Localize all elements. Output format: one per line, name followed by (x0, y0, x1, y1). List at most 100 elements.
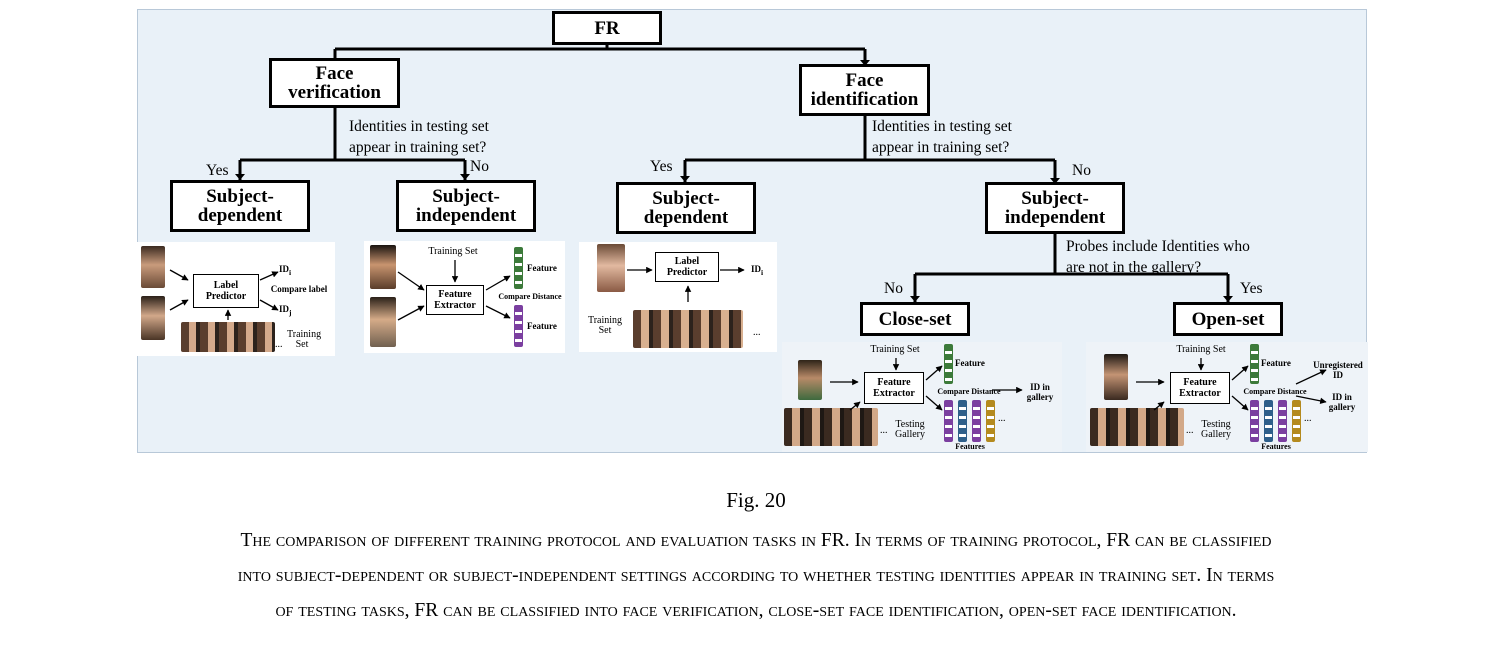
caption-line-3: of testing tasks, FR can be classified i… (275, 600, 1237, 621)
id-subscript: j (289, 307, 292, 317)
feature-vector-blue (1264, 400, 1273, 442)
feature-vector-purple (1250, 400, 1259, 442)
label-predictor-text: Label Predictor (666, 256, 708, 278)
verification-subject-dependent-node: Subject-dependent (170, 180, 310, 232)
open-set-node: Open-set (1173, 302, 1283, 336)
probe-face-image (141, 246, 165, 288)
inset-verification-dependent: Label Predictor IDi IDj Compare label ..… (137, 242, 335, 356)
caption-line-2: into subject-dependent or subject-indepe… (237, 565, 1275, 586)
feature-text: Feature (955, 358, 985, 368)
inset-identification-dependent: Label Predictor IDi Training Set ... (579, 242, 777, 352)
feature-vector-green (1250, 344, 1259, 384)
question-probes: Probes include Identities who are not in… (1066, 236, 1266, 278)
feature-text: Feature (1261, 358, 1291, 368)
output-id-j: IDj (279, 304, 292, 318)
face-identification-node: Face identification (799, 64, 930, 116)
identification-subject-independent-label: Subject-independent (1004, 188, 1106, 228)
face-identification-label: Face identification (810, 70, 919, 110)
testing-gallery-text: Testing Gallery (1201, 419, 1231, 440)
question-probes-text: Probes include Identities who are not in… (1066, 238, 1250, 276)
id-text: ID (751, 264, 762, 274)
feature-text: Feature (527, 263, 557, 273)
answer-yes-identification: Yes (650, 158, 673, 175)
inset-verification-independent: Training Set Feature Extractor Feature F… (364, 241, 565, 353)
feature-vector-green (944, 344, 953, 384)
compare-distance-text: Compare Distance (937, 387, 1001, 396)
answer-no-identification: No (1072, 162, 1091, 179)
probe-face-image (798, 360, 822, 400)
training-set-text: Training Set (870, 344, 920, 355)
label-predictor-box: Label Predictor (193, 274, 259, 308)
ellipsis-text: ... (998, 413, 1006, 424)
unregistered-id-text: Unregistered ID (1313, 360, 1363, 380)
feature-vector-purple (972, 400, 981, 442)
verification-subject-dependent-label: Subject-dependent (197, 186, 283, 226)
probe-face-image (370, 245, 396, 289)
id-in-gallery-text: ID in gallery (1026, 382, 1054, 402)
verification-subject-independent-node: Subject-independent (396, 180, 536, 232)
feature-extractor-box: Feature Extractor (1170, 372, 1230, 404)
identification-subject-dependent-node: Subject-dependent (616, 182, 756, 234)
root-node-fr: FR (552, 11, 662, 45)
probe-face-image (597, 244, 625, 292)
answer-yes-verification: Yes (206, 162, 229, 179)
close-set-label: Close-set (878, 308, 952, 330)
inset-open-set: Training Set Feature Extractor Feature C… (1086, 342, 1368, 452)
compare-distance-text: Compare Distance (498, 292, 562, 301)
face-verification-label: Face verification (288, 63, 381, 103)
answer-no-probes: No (884, 280, 903, 297)
feature-text: Feature (527, 321, 557, 331)
feature-vector-purple (514, 305, 523, 347)
verification-subject-independent-label: Subject-independent (415, 186, 517, 226)
training-set-text: Training Set (287, 329, 322, 350)
answer-yes-probes: Yes (1240, 280, 1263, 297)
feature-vector-gold (986, 400, 995, 442)
ellipsis-text: ... (753, 327, 761, 338)
id-in-gallery-text: ID in gallery (1328, 392, 1356, 412)
output-id-i: IDi (751, 264, 763, 278)
compare-distance-text: Compare Distance (1243, 387, 1307, 396)
open-set-label: Open-set (1191, 308, 1265, 330)
training-set-faces (633, 310, 743, 348)
feature-extractor-box: Feature Extractor (864, 372, 924, 404)
figure-label: Fig. 20 (726, 488, 786, 512)
label-predictor-box: Label Predictor (655, 252, 719, 282)
identification-subject-independent-node: Subject-independent (985, 182, 1125, 234)
label-predictor-text: Label Predictor (205, 280, 247, 302)
identification-subject-dependent-label: Subject-dependent (643, 188, 729, 228)
ellipsis-text: ... (880, 425, 888, 436)
root-node-label: FR (594, 17, 620, 39)
probe-face-image (370, 297, 396, 347)
feature-vector-gold (1292, 400, 1301, 442)
feature-vector-purple (944, 400, 953, 442)
feature-extractor-text: Feature Extractor (873, 377, 915, 399)
caption-line-1: The comparison of different training pro… (240, 530, 1272, 551)
inset-close-set: Training Set Feature Extractor Feature C… (782, 342, 1062, 452)
id-subscript: i (289, 267, 292, 277)
close-set-node: Close-set (860, 302, 970, 336)
answer-no-verification: No (470, 158, 489, 175)
question-identification-text: Identities in testing set appear in trai… (872, 118, 1012, 156)
face-verification-node: Face verification (269, 58, 400, 108)
ellipsis-text: ... (275, 339, 283, 350)
features-text: Features (1261, 442, 1291, 451)
training-set-faces (181, 322, 275, 352)
probe-face-image (1104, 354, 1128, 400)
training-set-text: Training Set (587, 315, 623, 336)
id-text: ID (279, 264, 290, 274)
feature-extractor-text: Feature Extractor (1179, 377, 1221, 399)
ellipsis-text: ... (1304, 413, 1312, 424)
probe-face-image (141, 296, 165, 340)
testing-gallery-text: Testing Gallery (895, 419, 925, 440)
feature-vector-purple (1278, 400, 1287, 442)
question-identification: Identities in testing set appear in trai… (872, 116, 1042, 158)
feature-extractor-box: Feature Extractor (426, 285, 484, 315)
testing-gallery-faces (784, 408, 878, 446)
id-text: ID (279, 304, 290, 314)
features-text: Features (955, 442, 985, 451)
ellipsis-text: ... (1186, 425, 1194, 436)
feature-vector-blue (958, 400, 967, 442)
question-verification-text: Identities in testing set appear in trai… (349, 118, 489, 156)
compare-label-text: Compare label (270, 284, 328, 294)
